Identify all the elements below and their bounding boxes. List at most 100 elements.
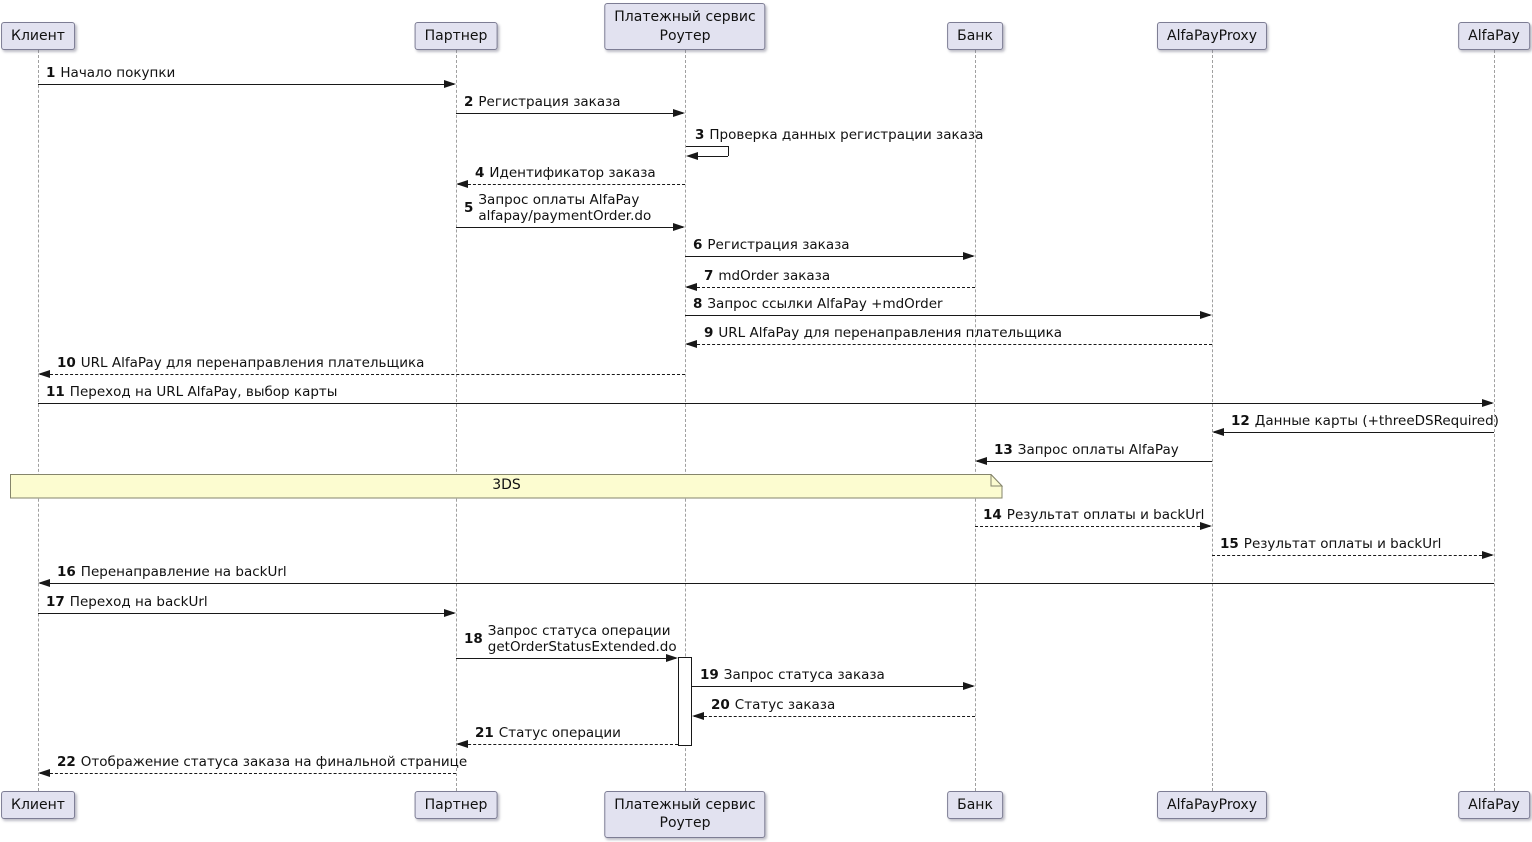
message-3-text: Проверка данных регистрации заказа bbox=[709, 127, 983, 143]
message-4-line bbox=[458, 184, 685, 185]
message-2-number: 2 bbox=[464, 94, 474, 110]
lifeline-proxy bbox=[1211, 50, 1213, 791]
message-12-text-line: Данные карты (+threeDSRequired) bbox=[1254, 413, 1499, 429]
message-14-arrowhead bbox=[1200, 522, 1212, 530]
message-20-text-line: Статус заказа bbox=[734, 697, 836, 713]
message-20-number: 20 bbox=[711, 697, 730, 713]
message-19-number: 19 bbox=[700, 667, 719, 683]
message-14-text-line: Результат оплаты и backUrl bbox=[1006, 507, 1205, 523]
participant-router-bottom: Платежный сервис Роутер bbox=[604, 791, 766, 838]
message-11-arrowhead bbox=[1482, 399, 1494, 407]
message-16-number: 16 bbox=[57, 564, 76, 580]
message-8-arrowhead bbox=[1200, 311, 1212, 319]
message-5-text-line: alfapay/paymentOrder.do bbox=[478, 208, 652, 224]
message-18-line bbox=[456, 658, 676, 659]
message-11-label: 11 Переход на URL AlfaPay, выбор карты bbox=[46, 384, 337, 400]
message-14-text: Результат оплаты и backUrl bbox=[1007, 507, 1205, 523]
message-13-text: Запрос оплаты AlfaPay bbox=[1018, 442, 1179, 458]
participant-proxy-top: AlfaPayProxy bbox=[1156, 21, 1268, 50]
message-18-text-line: Запрос статуса операции bbox=[487, 623, 671, 639]
message-7-line bbox=[687, 287, 975, 288]
message-11-text-line: Переход на URL AlfaPay, выбор карты bbox=[69, 384, 338, 400]
message-9-text: URL AlfaPay для перенаправления плательщ… bbox=[718, 325, 1062, 341]
message-11-line bbox=[38, 403, 1492, 404]
participant-client-bottom: Клиент bbox=[1, 791, 75, 820]
message-13-label: 13 Запрос оплаты AlfaPay bbox=[994, 442, 1179, 458]
message-3-arrowhead bbox=[686, 152, 698, 160]
message-4-arrowhead bbox=[456, 180, 468, 188]
message-4-number: 4 bbox=[475, 165, 485, 181]
message-12-text: Данные карты (+threeDSRequired) bbox=[1255, 413, 1499, 429]
message-10-arrowhead bbox=[38, 370, 50, 378]
message-21-number: 21 bbox=[475, 725, 494, 741]
message-3-line-back bbox=[697, 156, 728, 157]
message-14-line bbox=[975, 526, 1210, 527]
message-9-text-line: URL AlfaPay для перенаправления плательщ… bbox=[718, 325, 1063, 341]
message-22-text-line: Отображение статуса заказа на финальной … bbox=[80, 754, 468, 770]
message-15-number: 15 bbox=[1220, 536, 1239, 552]
message-18-number: 18 bbox=[464, 631, 483, 647]
message-8-number: 8 bbox=[693, 296, 703, 312]
message-3-line-down bbox=[728, 146, 729, 156]
message-22-text: Отображение статуса заказа на финальной … bbox=[81, 754, 467, 770]
message-18-arrowhead bbox=[666, 654, 678, 662]
message-11-number: 11 bbox=[46, 384, 65, 400]
lifeline-router bbox=[684, 50, 686, 791]
message-6-line bbox=[685, 256, 973, 257]
message-22-line bbox=[40, 773, 456, 774]
message-12-arrowhead bbox=[1212, 428, 1224, 436]
message-2-arrowhead bbox=[673, 109, 685, 117]
participant-partner-top: Партнер bbox=[414, 21, 498, 50]
participant-partner-bottom: Партнер bbox=[414, 791, 498, 820]
message-17-text: Переход на backUrl bbox=[70, 594, 208, 610]
note-shape bbox=[10, 474, 1003, 499]
message-12-line bbox=[1214, 432, 1494, 433]
message-8-text: Запрос ссылки AlfaPay +mdOrder bbox=[707, 296, 942, 312]
message-12-number: 12 bbox=[1231, 413, 1250, 429]
message-14-number: 14 bbox=[983, 507, 1002, 523]
message-9-line bbox=[687, 344, 1212, 345]
message-8-text-line: Запрос ссылки AlfaPay +mdOrder bbox=[707, 296, 943, 312]
message-19-label: 19 Запрос статуса заказа bbox=[700, 667, 885, 683]
message-2-line bbox=[456, 113, 683, 114]
message-12-label: 12 Данные карты (+threeDSRequired) bbox=[1231, 413, 1499, 429]
message-10-text: URL AlfaPay для перенаправления плательщ… bbox=[81, 355, 425, 371]
message-5-text-line: Запрос оплаты AlfaPay bbox=[478, 192, 640, 208]
message-17-number: 17 bbox=[46, 594, 65, 610]
message-17-label: 17 Переход на backUrl bbox=[46, 594, 208, 610]
participant-bank-bottom: Банк bbox=[947, 791, 1003, 820]
participant-bank-top: Банк bbox=[947, 21, 1003, 50]
participant-client-top: Клиент bbox=[1, 21, 75, 50]
message-10-line bbox=[40, 374, 685, 375]
message-7-number: 7 bbox=[704, 268, 714, 284]
message-8-line bbox=[685, 315, 1210, 316]
message-21-text: Статус операции bbox=[499, 725, 621, 741]
message-18-text-line: getOrderStatusExtended.do bbox=[487, 639, 677, 655]
message-16-arrowhead bbox=[38, 579, 50, 587]
message-19-text: Запрос статуса заказа bbox=[724, 667, 885, 683]
message-11-text: Переход на URL AlfaPay, выбор карты bbox=[70, 384, 338, 400]
message-5-arrowhead bbox=[673, 223, 685, 231]
participant-alfapay-top: AlfaPay bbox=[1458, 21, 1530, 50]
message-9-arrowhead bbox=[685, 340, 697, 348]
message-4-text: Идентификатор заказа bbox=[489, 165, 655, 181]
message-20-line bbox=[694, 716, 975, 717]
message-7-text-line: mdOrder заказа bbox=[718, 268, 831, 284]
message-13-number: 13 bbox=[994, 442, 1013, 458]
message-3-text-line: Проверка данных регистрации заказа bbox=[709, 127, 984, 143]
message-20-arrowhead bbox=[692, 712, 704, 720]
message-16-text-line: Перенаправление на backUrl bbox=[80, 564, 287, 580]
message-2-text: Регистрация заказа bbox=[478, 94, 620, 110]
